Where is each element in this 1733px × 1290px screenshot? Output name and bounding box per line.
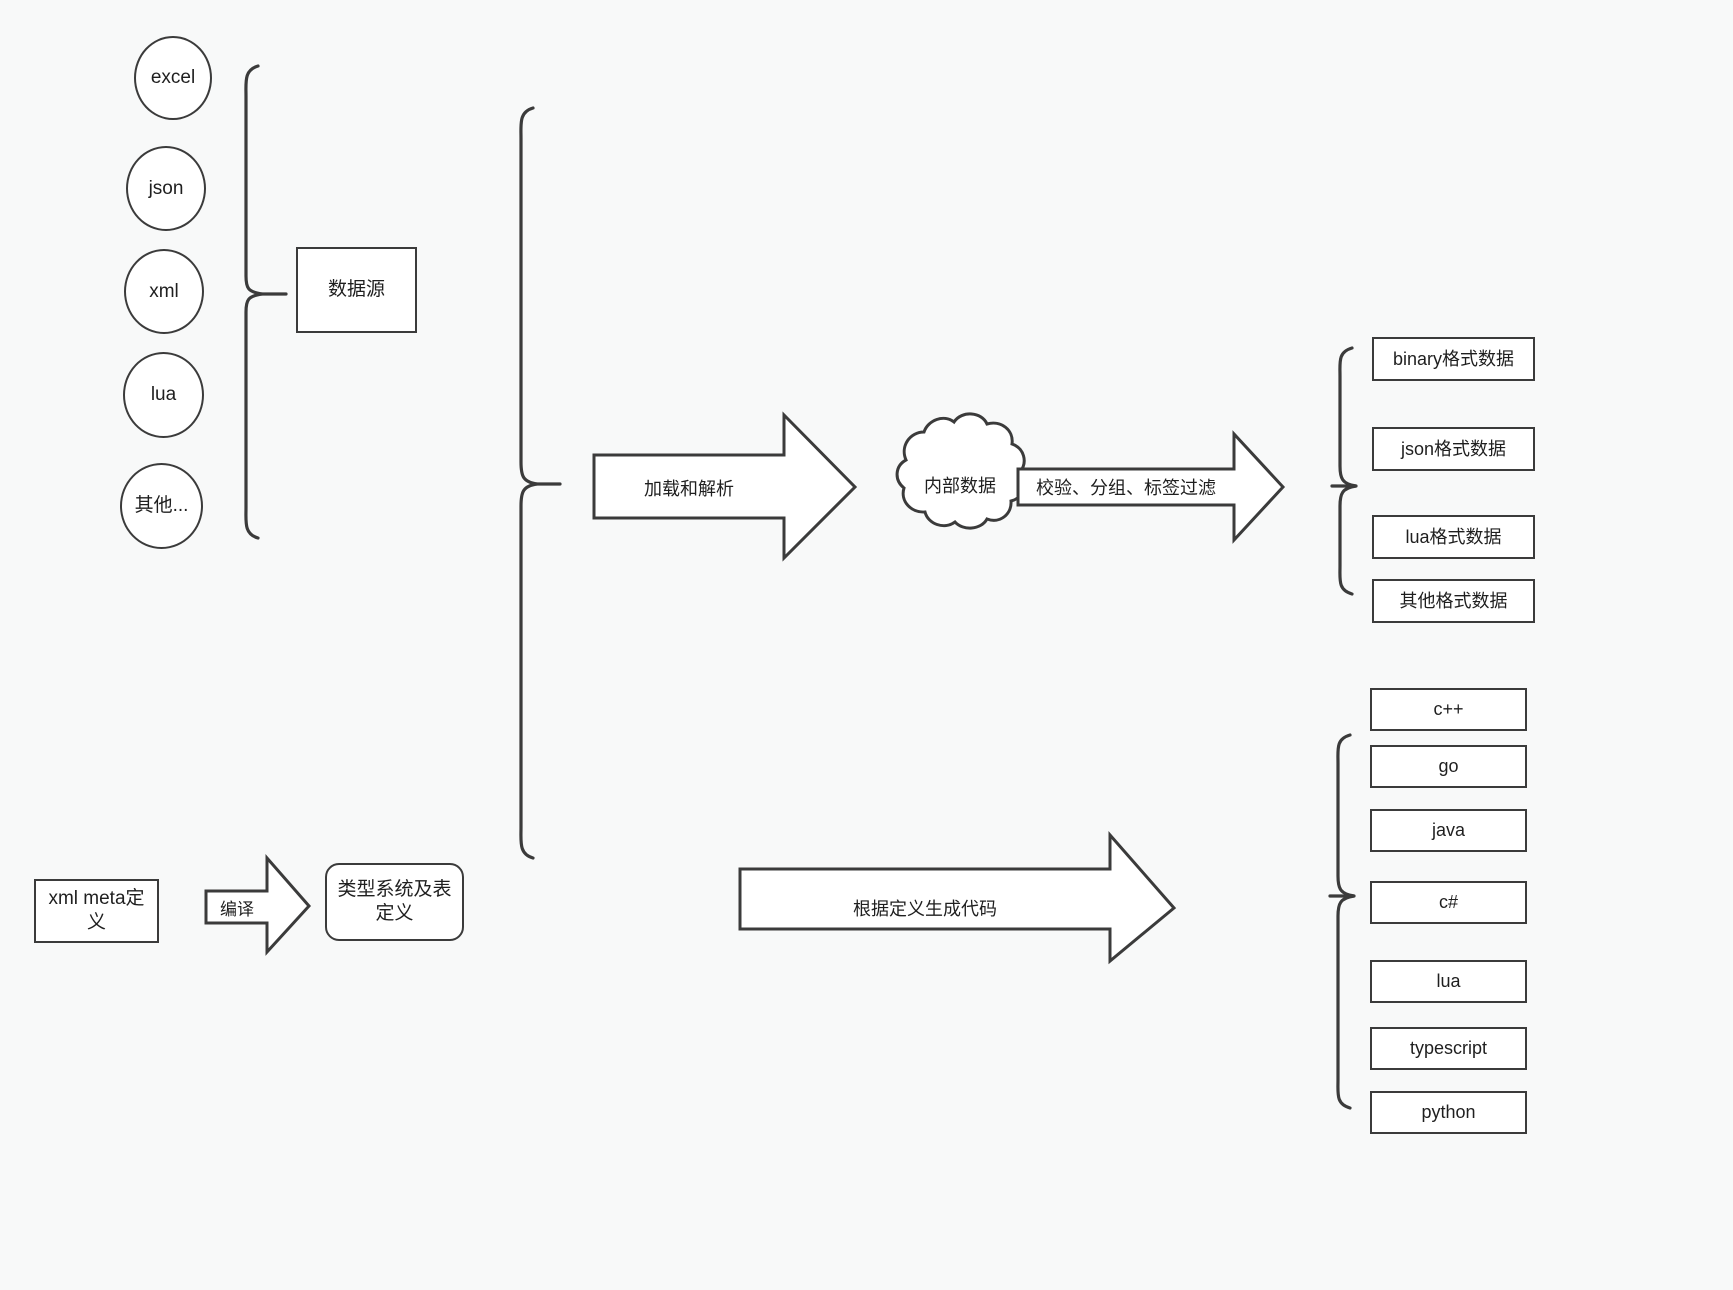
output-format-box-lua[interactable]: lua格式数据 — [1372, 515, 1535, 559]
output-language-label: c++ — [1433, 699, 1464, 720]
xml-meta-definition-box[interactable]: xml meta定义 — [34, 879, 159, 943]
output-language-label: python — [1421, 1102, 1476, 1123]
xml-meta-definition-label: xml meta定义 — [48, 888, 145, 933]
cloud-internal-data — [895, 412, 1026, 530]
output-language-box-typescript[interactable]: typescript — [1370, 1027, 1527, 1070]
output-language-box-go[interactable]: go — [1370, 745, 1527, 788]
output-language-label: c# — [1438, 892, 1458, 913]
brace-data-formats — [1338, 346, 1357, 596]
brace-sources — [244, 64, 263, 540]
source-node-json[interactable]: json — [126, 146, 206, 231]
type-system-label: 类型系统及表定义 — [337, 879, 452, 924]
output-format-label: json格式数据 — [1400, 438, 1507, 459]
output-format-box-other[interactable]: 其他格式数据 — [1372, 579, 1535, 623]
source-label: json — [148, 177, 184, 199]
arrow-generate-code — [738, 831, 1177, 965]
source-node-xml[interactable]: xml — [124, 249, 204, 334]
data-source-label: 数据源 — [327, 279, 385, 301]
output-format-label: 其他格式数据 — [1399, 590, 1508, 611]
type-system-box[interactable]: 类型系统及表定义 — [325, 863, 464, 941]
source-label: 其他... — [134, 495, 189, 517]
arrow-compile — [204, 854, 312, 956]
output-language-box-java[interactable]: java — [1370, 809, 1527, 852]
output-format-box-binary[interactable]: binary格式数据 — [1372, 337, 1535, 381]
source-node-excel[interactable]: excel — [134, 36, 212, 120]
brace-inputs — [519, 106, 538, 860]
arrow-validate-group-filter — [1016, 430, 1286, 544]
output-language-box-lua[interactable]: lua — [1370, 960, 1527, 1003]
arrow-load-parse — [592, 411, 858, 562]
output-language-label: java — [1431, 820, 1466, 841]
output-format-label: lua格式数据 — [1405, 526, 1502, 547]
output-language-label: go — [1438, 756, 1459, 777]
output-format-label: binary格式数据 — [1392, 348, 1515, 369]
source-label: lua — [150, 384, 177, 406]
output-language-box-csharp[interactable]: c# — [1370, 881, 1527, 924]
source-label: xml — [149, 280, 179, 302]
output-language-label: typescript — [1409, 1038, 1488, 1059]
source-node-lua[interactable]: lua — [123, 352, 204, 438]
output-language-box-python[interactable]: python — [1370, 1091, 1527, 1134]
output-format-box-json[interactable]: json格式数据 — [1372, 427, 1535, 471]
source-node-other[interactable]: 其他... — [120, 463, 203, 549]
source-label: excel — [150, 67, 196, 89]
brace-languages — [1336, 733, 1355, 1110]
output-language-label: lua — [1436, 971, 1461, 992]
data-source-box[interactable]: 数据源 — [296, 247, 417, 333]
output-language-box-cpp[interactable]: c++ — [1370, 688, 1527, 731]
